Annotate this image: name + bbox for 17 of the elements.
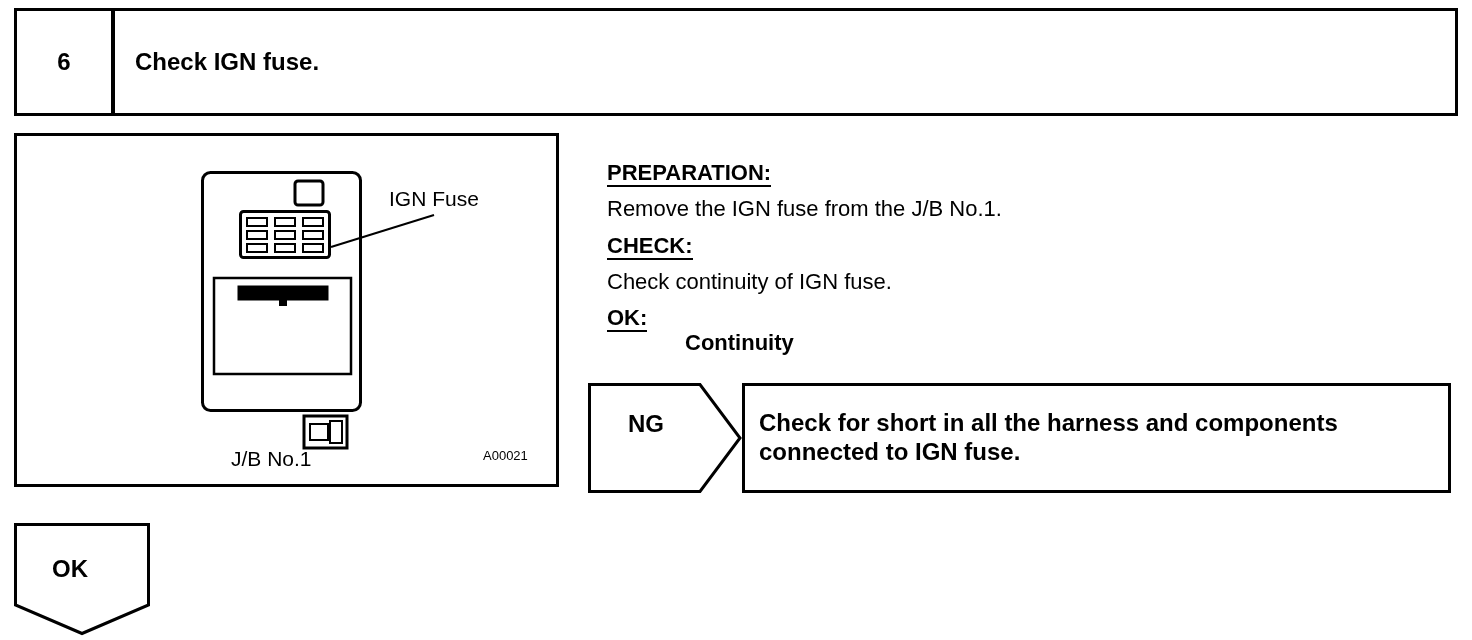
fuse-block-drawing	[239, 210, 331, 259]
ng-tab: NG	[588, 383, 742, 493]
action-box: Check for short in all the harness and components connected to IGN fuse.	[742, 383, 1451, 493]
section-heading: OK:	[607, 306, 648, 333]
section-heading: CHECK:	[607, 234, 693, 261]
section-heading: PREPARATION:	[607, 161, 772, 188]
ok-tab: OK	[14, 523, 150, 635]
instruction-text: Remove the IGN fuse from the J/B No.1.	[607, 197, 1002, 222]
step-title-cell: Check IGN fuse.	[112, 8, 1458, 116]
callout-label: IGN Fuse	[389, 187, 511, 217]
result-text: Continuity	[685, 331, 794, 356]
instruction-text: Check continuity of IGN fuse.	[607, 270, 892, 295]
leader-line	[330, 214, 435, 248]
figure-code: A00021	[483, 449, 528, 464]
illustration-panel	[14, 133, 559, 487]
step-number-cell: 6	[14, 8, 114, 116]
part-label: J/B No.1	[231, 447, 312, 471]
